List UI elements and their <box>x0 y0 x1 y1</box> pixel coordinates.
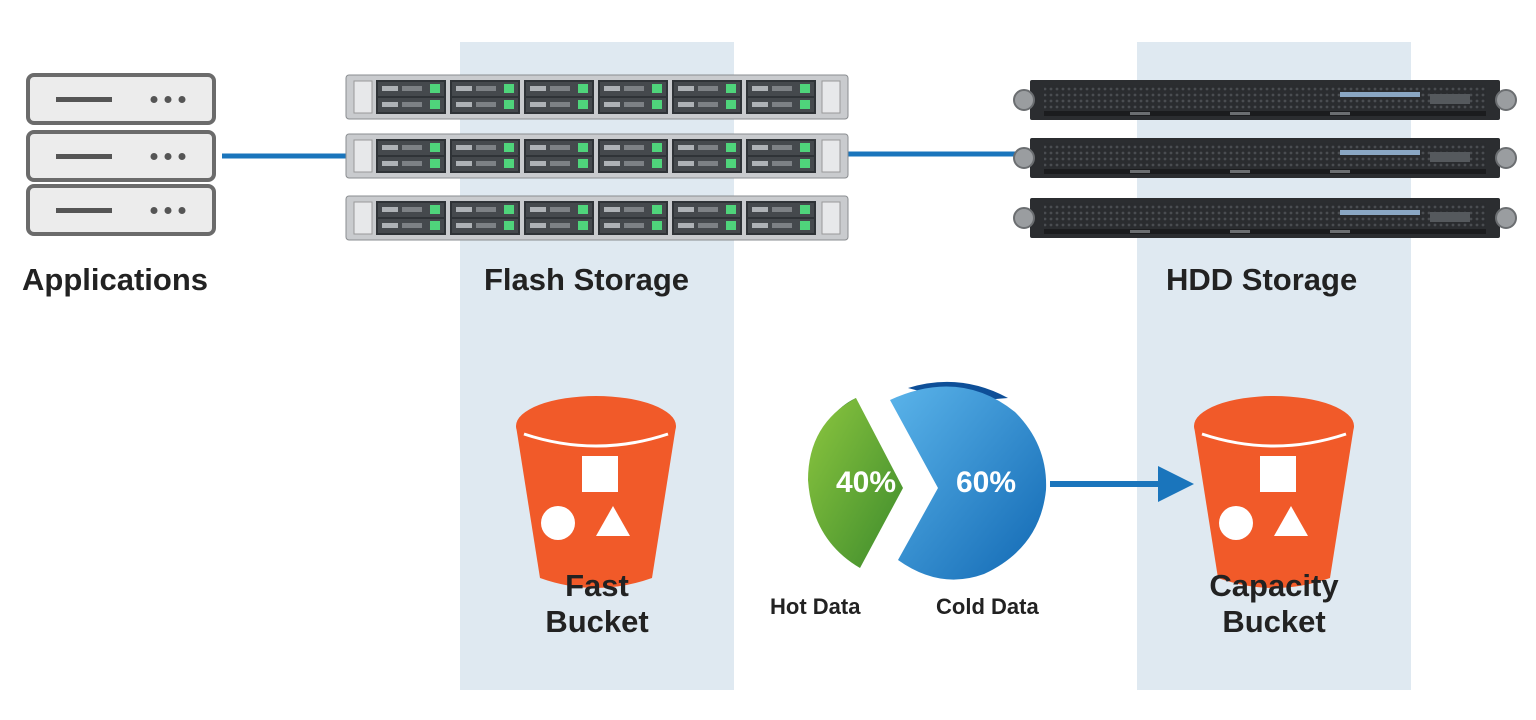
cold-to-capacity-arrow <box>1050 466 1194 502</box>
applications-label: Applications <box>22 262 209 297</box>
hot-data-slice <box>808 398 903 568</box>
cold-data-label: Cold Data <box>936 594 1039 619</box>
applications-server-icon <box>26 73 216 236</box>
fast-bucket-label-line1: Fast <box>565 568 629 603</box>
fast-bucket-label-line2: Bucket <box>545 604 649 639</box>
hdd-storage-label: HDD Storage <box>1166 262 1358 297</box>
hot-data-label: Hot Data <box>770 594 861 619</box>
capacity-bucket-label: Capacity Bucket <box>1144 568 1404 640</box>
cold-data-slice <box>890 381 1047 580</box>
capacity-bucket-label-line1: Capacity <box>1209 568 1339 603</box>
cold-data-percent: 60% <box>956 466 1017 499</box>
capacity-bucket-icon <box>1192 394 1356 590</box>
capacity-bucket-label-line2: Bucket <box>1222 604 1326 639</box>
hot-data-percent: 40% <box>836 466 897 499</box>
fast-bucket-icon <box>514 394 678 590</box>
flash-storage-label: Flash Storage <box>484 262 689 297</box>
fast-bucket-label: Fast Bucket <box>467 568 727 640</box>
flash-storage-servers-icon <box>346 75 848 240</box>
hdd-storage-servers-icon <box>1013 79 1517 239</box>
